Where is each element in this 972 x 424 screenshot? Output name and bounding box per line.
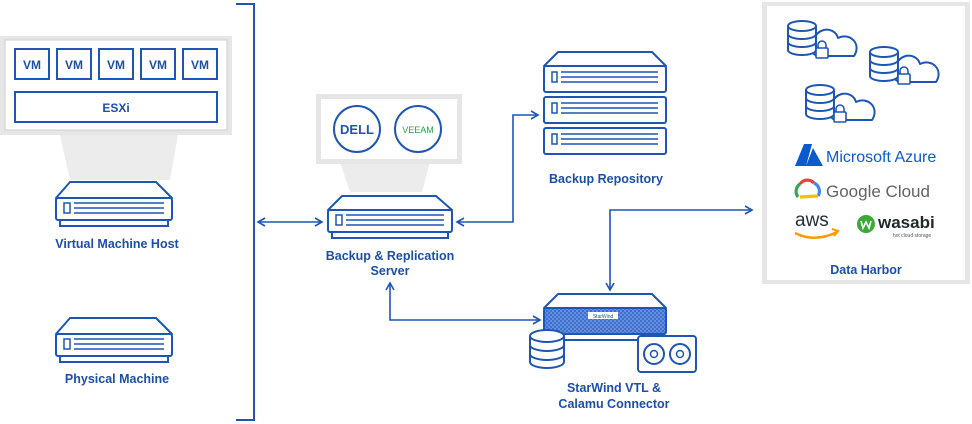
wasabi-icon bbox=[857, 215, 875, 233]
connector-server-to-repository bbox=[455, 110, 540, 227]
vm-label: VM bbox=[149, 58, 167, 72]
vm-box: VM bbox=[182, 48, 218, 80]
wasabi-tagline: hot cloud storage bbox=[893, 233, 932, 239]
veeam-logo: VEEAM bbox=[394, 105, 442, 153]
veeam-logo-text: VEEAM bbox=[402, 125, 434, 135]
vendor-panel: DELL VEEAM bbox=[316, 94, 462, 192]
secure-cloud-storage-icon bbox=[787, 20, 858, 59]
vm-label: VM bbox=[191, 58, 209, 72]
aws-smile-icon bbox=[794, 230, 838, 239]
provider-name-aws: aws bbox=[795, 210, 829, 231]
vm-label: VM bbox=[65, 58, 83, 72]
starwind-label-line1: StarWind VTL & bbox=[567, 381, 661, 395]
dell-logo: DELL bbox=[333, 105, 381, 153]
sources-bracket bbox=[236, 3, 255, 421]
physical-machine-label: Physical Machine bbox=[65, 372, 169, 386]
physical-machine-server-icon bbox=[55, 317, 173, 363]
google-cloud-logo: Google Cloud bbox=[794, 178, 930, 201]
connector-starwind-to-harbor bbox=[605, 205, 754, 292]
google-cloud-icon bbox=[794, 178, 821, 199]
vm-label: VM bbox=[107, 58, 125, 72]
data-harbor-label: Data Harbor bbox=[830, 263, 902, 277]
starwind-device-badge: StarWind bbox=[593, 314, 614, 320]
vm-boxes: VM VM VM VM VM bbox=[14, 48, 218, 80]
starwind-label-line2: Calamu Connector bbox=[558, 397, 669, 411]
provider-name-wasabi: wasabi bbox=[877, 213, 935, 232]
provider-name-google-cloud: Google Cloud bbox=[826, 182, 930, 201]
vm-box: VM bbox=[56, 48, 92, 80]
provider-name-azure: Microsoft Azure bbox=[826, 149, 936, 166]
tape-drive-icon bbox=[637, 335, 697, 373]
connectors bbox=[256, 110, 754, 325]
azure-logo: Microsoft Azure bbox=[795, 144, 936, 166]
connector-server-to-starwind bbox=[385, 281, 542, 325]
secure-cloud-storage-icon bbox=[805, 84, 876, 123]
secure-cloud-storage-icon bbox=[869, 46, 940, 85]
aws-logo: aws bbox=[794, 210, 840, 239]
vm-host-panel: VM VM VM VM VM ESXi bbox=[0, 36, 232, 180]
backup-repository-label: Backup Repository bbox=[549, 172, 663, 186]
vm-box: VM bbox=[98, 48, 134, 80]
wasabi-logo: wasabi hot cloud storage bbox=[857, 213, 935, 239]
vm-host-label: Virtual Machine Host bbox=[55, 237, 179, 251]
vm-box: VM bbox=[14, 48, 50, 80]
azure-icon bbox=[795, 144, 823, 166]
starwind-appliance-icon: StarWind bbox=[543, 293, 667, 341]
backup-server-label-line1: Backup & Replication bbox=[326, 249, 455, 263]
vm-label: VM bbox=[23, 58, 41, 72]
vm-host-server-icon bbox=[55, 181, 173, 227]
backup-repository-icon bbox=[543, 51, 667, 155]
backup-server-icon bbox=[327, 195, 453, 239]
database-icon bbox=[529, 329, 565, 369]
data-harbor-panel: Microsoft Azure Google Cloud aws wasabi bbox=[762, 2, 970, 284]
esxi-label: ESXi bbox=[102, 101, 129, 115]
backup-server-label-line2: Server bbox=[371, 264, 410, 278]
esxi-box: ESXi bbox=[14, 91, 218, 123]
dell-logo-text: DELL bbox=[340, 122, 374, 137]
vm-box: VM bbox=[140, 48, 176, 80]
